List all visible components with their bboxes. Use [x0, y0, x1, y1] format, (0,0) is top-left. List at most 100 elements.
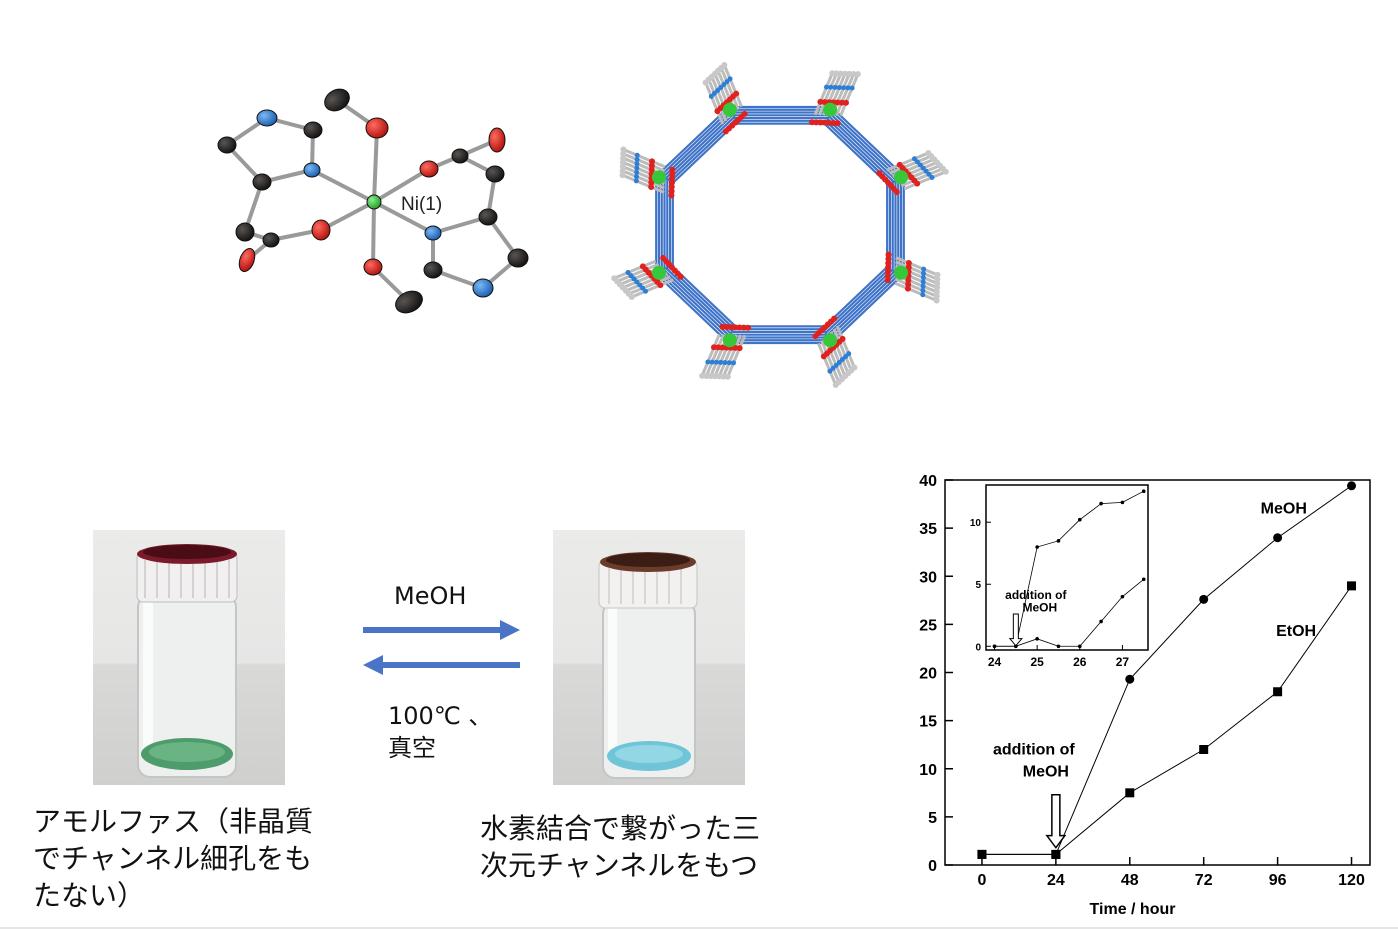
- oxygen-atom: [669, 166, 676, 173]
- hydrogen-atom: [829, 70, 836, 77]
- ligand-stick: [707, 78, 728, 122]
- inset-x-tick-label: 26: [1073, 655, 1087, 669]
- oxygen-atom: [727, 324, 734, 331]
- hydrogen-atom: [620, 146, 627, 153]
- data-point: [1273, 533, 1283, 543]
- nitrogen-atom: [830, 365, 836, 371]
- oxygen-atom: [719, 344, 726, 351]
- hydrogen-atom: [850, 71, 857, 78]
- nitrogen-atom: [721, 82, 727, 88]
- inset-annotation-arrow: [1008, 613, 1023, 647]
- ligand-stick: [817, 72, 838, 116]
- oxygen-atom: [905, 277, 912, 284]
- hbond-line: [655, 111, 725, 177]
- nitrogen-atom: [920, 165, 926, 171]
- hbond-line: [827, 114, 897, 181]
- nitrogen-atom: [718, 85, 724, 91]
- nitrogen-atom: [911, 156, 917, 162]
- hydrogen-atom: [620, 150, 627, 157]
- inset-annotation-text: addition of: [1005, 588, 1067, 602]
- oxygen-atom: [885, 260, 892, 267]
- hydrogen-atom: [846, 70, 853, 77]
- hydrogen-atom: [934, 280, 941, 287]
- hbond-line: [661, 275, 731, 342]
- vial-photo-amorphous: [93, 530, 285, 785]
- oxygen-atom: [719, 323, 726, 330]
- hydrogen-atom: [619, 167, 626, 174]
- hydrogen-atom: [934, 271, 941, 278]
- inset-point: [1035, 637, 1039, 641]
- series-line-etoh: [981, 585, 1352, 855]
- ligand-stick: [835, 325, 856, 369]
- inset-y-tick-label: 10: [970, 518, 982, 529]
- channel-framework: [611, 61, 949, 389]
- hbond-line: [663, 114, 733, 181]
- nitrogen-atom: [640, 285, 646, 291]
- y-tick-label: 30: [919, 569, 937, 586]
- nitrogen-atom: [643, 288, 649, 294]
- inset-annotation-text: MeOH: [1023, 601, 1058, 615]
- hbond-line: [663, 269, 733, 336]
- x-axis-label: Time / hour: [1090, 901, 1176, 918]
- hydrogen-atom: [716, 373, 723, 380]
- hydrogen-atom: [842, 70, 849, 77]
- oxygen-atom: [843, 99, 850, 106]
- oxygen-atom: [830, 119, 837, 126]
- oxygen-atom: [668, 179, 675, 186]
- inset-point: [1099, 619, 1103, 624]
- forward-arrow: [363, 620, 520, 640]
- hydrogen-atom: [942, 168, 949, 175]
- nitrogen-atom: [846, 351, 852, 357]
- nitrogen-atom: [726, 360, 732, 366]
- inset-point: [1099, 501, 1103, 506]
- oxygen-atom: [904, 285, 911, 292]
- oxygen-atom: [905, 264, 912, 271]
- data-point: [1199, 745, 1209, 754]
- nitrogen-atom: [722, 360, 728, 366]
- oxygen-atom: [813, 119, 820, 126]
- oxygen-atom: [821, 119, 828, 126]
- inset-point: [1056, 539, 1061, 543]
- nickel-atom: [823, 333, 838, 348]
- nitrogen-atom: [730, 360, 736, 366]
- series-label: EtOH: [1276, 623, 1316, 640]
- nickel-atom: [823, 102, 838, 117]
- hydrogen-atom: [933, 288, 940, 295]
- hydrogen-atom: [707, 373, 714, 380]
- x-tick-label: 120: [1338, 872, 1365, 889]
- annotation-text: addition of: [993, 741, 1075, 758]
- nitrogen-atom: [637, 282, 643, 288]
- ligand-stick: [628, 275, 671, 296]
- nickel-atom: [894, 170, 909, 185]
- inset-y-tick-label: 0: [975, 642, 981, 653]
- hydrogen-atom: [837, 70, 844, 77]
- hydrogen-atom: [832, 382, 839, 389]
- y-tick-label: 10: [919, 762, 937, 779]
- oxygen-atom: [710, 344, 717, 351]
- nickel-atom: [651, 265, 666, 280]
- oxygen-atom: [660, 255, 667, 262]
- oxygen-atom: [648, 179, 655, 186]
- nitrogen-atom: [724, 79, 730, 85]
- data-point: [1125, 674, 1135, 684]
- data-point: [1347, 481, 1357, 491]
- nitrogen-atom: [845, 85, 851, 91]
- nitrogen-atom: [917, 162, 923, 168]
- oxygen-atom: [733, 90, 740, 97]
- ligand-stick: [704, 81, 725, 125]
- nitrogen-atom: [832, 84, 838, 90]
- ligand-stick: [705, 333, 726, 377]
- framework-node: [884, 251, 941, 304]
- x-tick-label: 96: [1269, 872, 1287, 889]
- x-tick-label: 72: [1195, 872, 1213, 889]
- nitrogen-atom: [705, 359, 711, 365]
- ligand-stick: [621, 173, 665, 194]
- nitrogen-atom: [715, 87, 721, 93]
- hydrogen-atom: [934, 276, 941, 283]
- nickel-atom: [722, 102, 737, 117]
- ligand-stick: [722, 334, 743, 378]
- nitrogen-atom: [836, 359, 842, 365]
- oxygen-atom: [648, 166, 655, 173]
- oxygen-atom: [668, 192, 675, 199]
- annotation-text: MeOH: [1023, 763, 1069, 780]
